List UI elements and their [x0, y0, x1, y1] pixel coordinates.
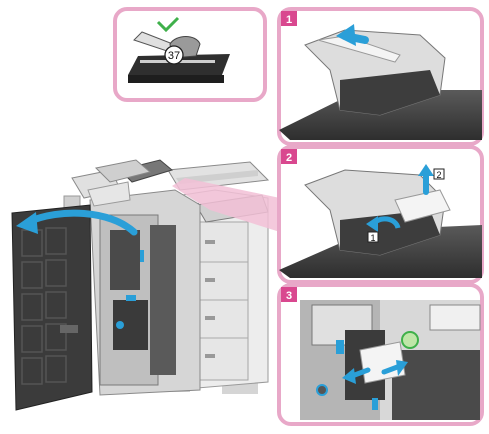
callout-label-1: 1 [370, 233, 375, 243]
callout-label-2: 2 [436, 170, 441, 180]
copier-machine [11, 159, 270, 411]
step-2-number: 2 [286, 152, 292, 164]
door-open-arrow-icon [24, 209, 138, 236]
step-2-panel [277, 145, 484, 284]
highlight-beam [172, 178, 280, 232]
step-1-number: 1 [286, 14, 292, 26]
green-knob-icon [401, 331, 419, 349]
lever-number-badge [164, 45, 184, 65]
step-3-number: 3 [286, 290, 292, 302]
step-1-badge [281, 11, 297, 26]
lever-detail-callout [113, 7, 267, 102]
step-3-badge [281, 287, 297, 302]
step-2-badge [281, 149, 297, 164]
lever-number-label: 37 [168, 50, 180, 62]
front-door [11, 204, 93, 411]
callout-box-1 [367, 231, 379, 243]
step-3-panel [277, 283, 484, 426]
step-1-panel [277, 7, 484, 146]
callout-box-2 [433, 168, 445, 180]
green-lever-icon [156, 16, 180, 33]
